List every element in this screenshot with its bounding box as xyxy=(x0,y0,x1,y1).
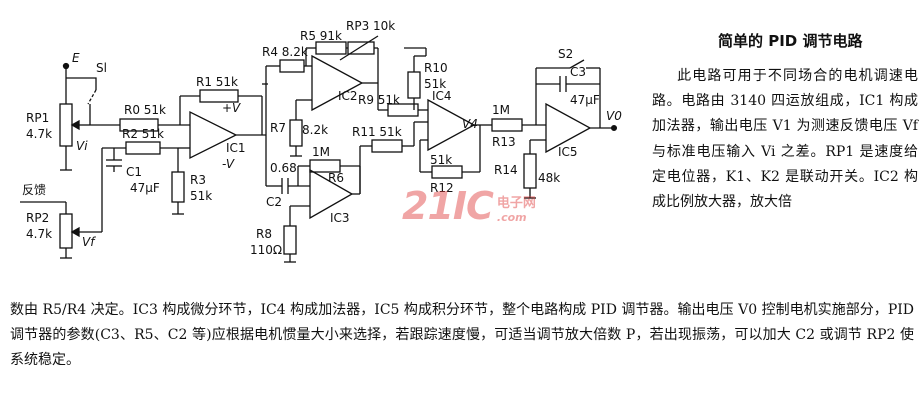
watermark-cn: 电子网 xyxy=(496,196,536,211)
label-C1-value: 47μF xyxy=(130,181,160,195)
label-R10: R10 xyxy=(424,61,448,75)
watermark-logo: 21IC 电子网 .com xyxy=(402,184,536,228)
label-R6-value: 1M xyxy=(312,145,330,159)
label-IC3: IC3 xyxy=(330,211,350,225)
label-IC4: IC4 xyxy=(432,89,452,103)
label-IC1-plus: +V xyxy=(222,101,241,115)
label-R13: R13 xyxy=(492,135,516,149)
label-IC1-minus: -V xyxy=(222,157,235,171)
paragraph-right-text: 此电路可用于不同场合的电机调速电路。电路由 3140 四运放组成，IC1 构成加… xyxy=(652,68,918,211)
label-RP3: RP3 10k xyxy=(346,19,395,33)
label-V0: V0 xyxy=(606,109,622,123)
label-S1: Sl xyxy=(96,61,107,75)
label-R12: R12 xyxy=(430,181,454,195)
label-R1: R1 51k xyxy=(196,75,238,89)
label-E: E xyxy=(72,51,80,65)
label-C1: C1 xyxy=(126,165,142,179)
article-paragraph-bottom: 数由 R5/R4 决定。IC3 构成微分环节，IC4 构成加法器，IC5 构成积… xyxy=(10,302,914,368)
label-C2: C2 xyxy=(266,195,282,209)
label-R6: R6 xyxy=(328,171,344,185)
label-R4: R4 8.2k xyxy=(262,45,308,59)
label-Vi: Vi xyxy=(76,139,88,153)
label-Vf: Vf xyxy=(82,235,96,249)
label-RP2-value: 4.7k xyxy=(26,227,52,241)
label-R2: R2 51k xyxy=(122,127,164,141)
label-V4: V4 xyxy=(462,117,478,131)
label-R7: R7 xyxy=(270,121,286,135)
watermark-main: 21IC xyxy=(402,184,494,228)
label-R11: R11 51k xyxy=(352,125,402,139)
label-C3: C3 xyxy=(570,65,586,79)
label-feedback: 反馈 xyxy=(22,183,46,197)
label-R8-value: 110Ω xyxy=(250,243,282,257)
watermark-side: 电子网 .com xyxy=(497,192,536,224)
label-R10-value: 51k xyxy=(424,77,446,91)
label-S2: S2 xyxy=(558,47,573,61)
label-RP2: RP2 xyxy=(26,211,49,225)
article-paragraph-right: 此电路可用于不同场合的电机调速电路。电路由 3140 四运放组成，IC1 构成加… xyxy=(652,64,918,215)
label-R0: R0 51k xyxy=(124,103,166,117)
label-C3-value: 47μF xyxy=(570,93,600,107)
label-RP1: RP1 xyxy=(26,111,49,125)
label-IC1: IC1 xyxy=(226,141,246,155)
label-R5: R5 91k xyxy=(300,29,342,43)
label-R13-value: 1M xyxy=(492,103,510,117)
label-R14-value: 48k xyxy=(538,171,560,185)
label-R8: R8 xyxy=(256,227,272,241)
label-C-068: 0.68 xyxy=(270,161,297,175)
label-R14: R14 xyxy=(494,163,518,177)
label-IC5: IC5 xyxy=(558,145,578,159)
label-R3-value: 51k xyxy=(190,189,212,203)
label-RP1-value: 4.7k xyxy=(26,127,52,141)
label-R3: R3 xyxy=(190,173,206,187)
label-IC2: IC2 xyxy=(338,89,358,103)
pid-circuit-schematic: E Sl RP1 4.7k Vi R0 51k R1 51k R2 51k C1… xyxy=(20,19,622,263)
watermark-domain: .com xyxy=(496,211,527,224)
article-title: 简单的 PID 调节电路 xyxy=(718,32,863,50)
label-R9: R9 51k xyxy=(358,93,400,107)
label-R7-value: 8.2k xyxy=(302,123,328,137)
label-R12-value: 51k xyxy=(430,153,452,167)
schematic-labels: E Sl RP1 4.7k Vi R0 51k R1 51k R2 51k C1… xyxy=(22,19,622,257)
